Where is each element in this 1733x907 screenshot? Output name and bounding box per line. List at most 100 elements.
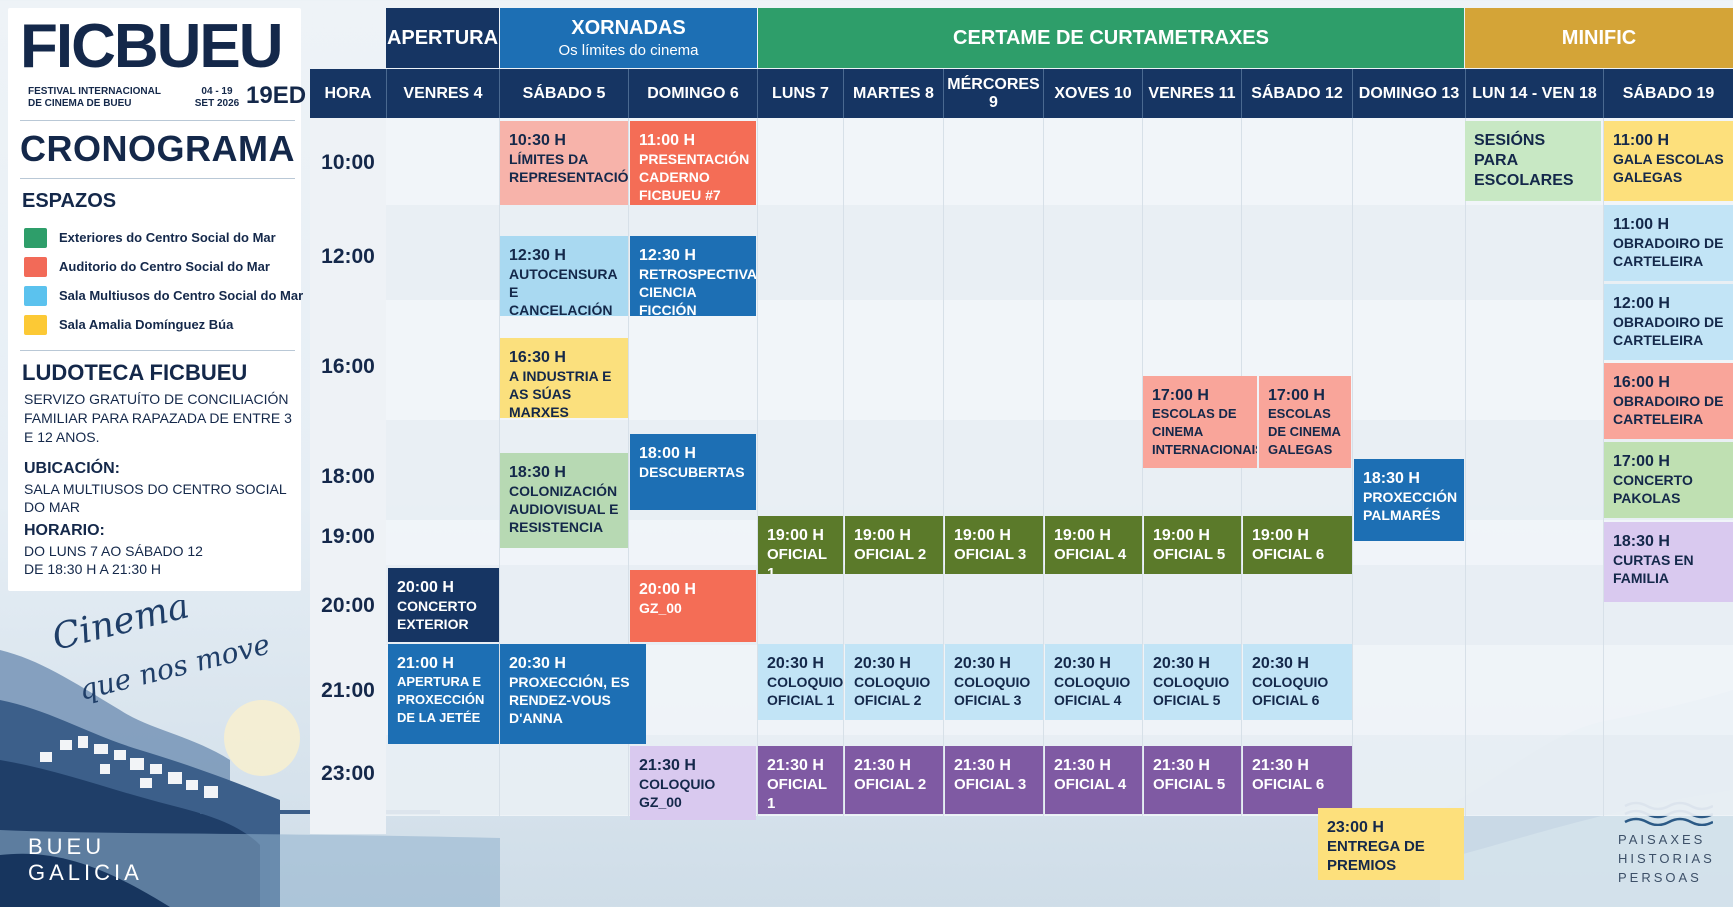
row-band: [386, 565, 1733, 645]
event-name: RETROSPECTIVA CIENCIA FICCIÓN: [639, 266, 756, 316]
legend-label: Auditorio do Centro Social do Mar: [59, 259, 270, 274]
group-label: CERTAME DE CURTAMETRAXES: [953, 26, 1269, 49]
group-xornadas: XORNADAS Os límites do cinema: [500, 8, 757, 68]
event-block[interactable]: 12:30 H RETROSPECTIVA CIENCIA FICCIÓN: [630, 236, 756, 316]
festival-logo: FICBUEU: [20, 12, 284, 81]
event-block[interactable]: 20:30 H COLOQUIO OFICIAL 6: [1243, 644, 1352, 720]
event-block[interactable]: 17:00 H ESCOLAS DE CINEMA INTERNACIONAIS: [1143, 376, 1257, 468]
event-name: APERTURA E PROXECCIÓN DE LA JETÉE: [397, 674, 485, 725]
event-name: OFICIAL 4: [1054, 776, 1127, 793]
event-block[interactable]: SESIÓNS PARA ESCOLARES: [1465, 121, 1601, 201]
event-name: PROXECCIÓN, ES RENDEZ-VOUS D'ANNA: [509, 674, 630, 726]
event-block[interactable]: 21:30 H OFICIAL 5: [1144, 746, 1241, 814]
column-separator: [843, 118, 844, 816]
event-name: OFICIAL 3: [954, 546, 1027, 563]
slogan: Cinema que nos move: [48, 585, 298, 710]
event-block[interactable]: 17:00 H ESCOLAS DE CINEMA GALEGAS: [1259, 376, 1351, 468]
event-name: OFICIAL 5: [1153, 776, 1226, 793]
day-header: XOVES 10: [1043, 69, 1142, 118]
group-label: APERTURA: [386, 26, 499, 49]
event-block[interactable]: 20:30 H COLOQUIO OFICIAL 3: [945, 644, 1043, 720]
column-separator: [1043, 118, 1044, 816]
event-time: 20:30 H: [509, 655, 566, 672]
event-block[interactable]: 21:30 H OFICIAL 2: [845, 746, 943, 814]
event-block[interactable]: 11:00 H PRESENTACIÓN CADERNO FICBUEU #7: [630, 121, 756, 205]
event-time: 20:30 H: [954, 655, 1011, 672]
event-block[interactable]: 19:00 H OFICIAL 4: [1045, 516, 1142, 574]
column-separator: [499, 118, 500, 816]
event-block[interactable]: 16:30 H A INDUSTRIA E AS SÚAS MARXES: [500, 338, 628, 418]
legend-item: Exteriores do Centro Social do Mar: [24, 226, 299, 255]
legend-title: ESPAZOS: [22, 190, 117, 212]
group-certame: CERTAME DE CURTAMETRAXES: [758, 8, 1464, 68]
event-time: 21:30 H: [639, 757, 696, 774]
event-block[interactable]: 21:30 H OFICIAL 3: [945, 746, 1043, 814]
event-block[interactable]: 18:30 H COLONIZACIÓN AUDIOVISUAL E RESIS…: [500, 453, 628, 548]
divider: [20, 178, 295, 179]
legend-item: Sala Multiusos do Centro Social do Mar: [24, 284, 303, 313]
event-block[interactable]: 19:00 H OFICIAL 6: [1243, 516, 1352, 574]
event-name: COLOQUIO GZ_00: [639, 776, 716, 810]
event-time: 19:00 H: [954, 527, 1011, 544]
day-header: VENRES 11: [1142, 69, 1241, 118]
event-block[interactable]: 19:00 H OFICIAL 5: [1144, 516, 1241, 574]
day-header: DOMINGO 13: [1352, 69, 1465, 118]
day-header: MARTES 8: [843, 69, 943, 118]
event-block[interactable]: 21:30 H OFICIAL 4: [1045, 746, 1142, 814]
event-block[interactable]: 19:00 H OFICIAL 1: [758, 516, 843, 574]
event-block[interactable]: 21:30 H OFICIAL 6: [1243, 746, 1352, 814]
event-block[interactable]: 20:30 H COLOQUIO OFICIAL 5: [1144, 644, 1241, 720]
event-name: DESCUBERTAS: [639, 464, 745, 480]
event-block[interactable]: 10:30 H LÍMITES DA REPRESENTACIÓN: [500, 121, 628, 205]
column-separator: [943, 118, 944, 816]
event-block[interactable]: 23:00 H ENTREGA DE PREMIOS: [1318, 808, 1464, 880]
event-name: SESIÓNS PARA ESCOLARES: [1474, 132, 1574, 189]
event-block[interactable]: 20:30 H COLOQUIO OFICIAL 4: [1045, 644, 1142, 720]
event-time: 17:00 H: [1268, 387, 1325, 404]
hour-label: 20:00: [321, 594, 375, 617]
event-block[interactable]: 19:00 H OFICIAL 2: [845, 516, 943, 574]
event-time: 19:00 H: [767, 527, 824, 544]
event-block[interactable]: 20:00 H CONCERTO EXTERIOR: [388, 568, 499, 642]
event-block[interactable]: 20:30 H PROXECCIÓN, ES RENDEZ-VOUS D'ANN…: [500, 644, 646, 744]
event-time: 17:00 H: [1613, 453, 1670, 470]
event-block[interactable]: 18:30 H PROXECCIÓN PALMARÉS: [1354, 459, 1464, 541]
event-time: 16:00 H: [1613, 374, 1670, 391]
event-block[interactable]: 21:30 H COLOQUIO GZ_00: [630, 746, 756, 820]
hour-label: 19:00: [321, 525, 375, 548]
page-title: CRONOGRAMA: [20, 128, 295, 169]
event-name: OFICIAL 2: [854, 546, 927, 563]
column-separator: [1465, 118, 1466, 816]
event-block[interactable]: 21:00 H APERTURA E PROXECCIÓN DE LA JETÉ…: [388, 644, 499, 744]
group-label: MINIFIC: [1561, 26, 1637, 49]
event-block[interactable]: 17:00 H CONCERTO PAKOLAS: [1604, 442, 1733, 518]
festival-brand: FICBUEU FESTIVAL INTERNACIONAL DE CINEMA…: [20, 12, 306, 110]
event-time: 16:30 H: [509, 349, 566, 366]
event-block[interactable]: 21:30 H OFICIAL 1: [758, 746, 843, 814]
event-block[interactable]: 19:00 H OFICIAL 3: [945, 516, 1043, 574]
event-block[interactable]: 11:00 H OBRADOIRO DE CARTELEIRA: [1604, 205, 1733, 281]
event-block[interactable]: 16:00 H OBRADOIRO DE CARTELEIRA: [1604, 363, 1733, 439]
festival-edition: 19ED: [246, 82, 307, 109]
event-block[interactable]: 11:00 H GALA ESCOLAS GALEGAS: [1604, 121, 1733, 201]
legend-label: Exteriores do Centro Social do Mar: [59, 230, 276, 245]
event-name: PROXECCIÓN PALMARÉS: [1363, 489, 1458, 523]
event-block[interactable]: 12:00 H OBRADOIRO DE CARTELEIRA: [1604, 284, 1733, 360]
event-block[interactable]: 12:30 H AUTOCENSURA E CANCELACIÓN: [500, 236, 628, 316]
day-header: SÁBADO 12: [1241, 69, 1352, 118]
column-separator: [1142, 118, 1143, 816]
event-time: 11:00 H: [639, 132, 696, 149]
hour-label: 12:00: [321, 245, 375, 268]
legend-label: Sala Amalia Domínguez Búa: [59, 317, 234, 332]
event-time: 21:00 H: [397, 655, 454, 672]
event-time: 20:30 H: [854, 655, 911, 672]
tagline-item: PERSOAS: [1618, 870, 1702, 885]
event-block[interactable]: 20:30 H COLOQUIO OFICIAL 1: [758, 644, 843, 720]
event-block[interactable]: 18:30 H CURTAS EN FAMILIA: [1604, 522, 1733, 602]
legend-swatch: [24, 257, 47, 277]
event-block[interactable]: 18:00 H DESCUBERTAS: [630, 434, 756, 510]
event-block[interactable]: 20:00 H GZ_00: [630, 570, 756, 642]
legend-swatch: [24, 315, 47, 335]
event-time: 11:00 H: [1613, 216, 1670, 233]
event-block[interactable]: 20:30 H COLOQUIO OFICIAL 2: [845, 644, 943, 720]
